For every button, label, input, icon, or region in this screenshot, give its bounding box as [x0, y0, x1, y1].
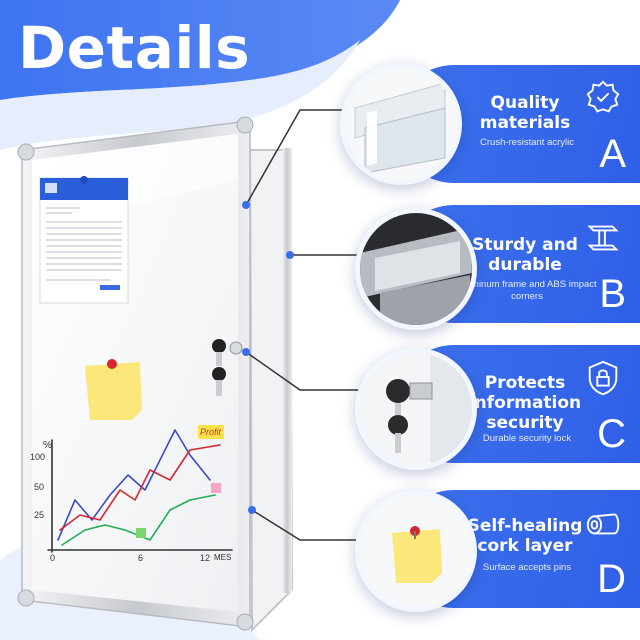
- chart-x-tick: 6: [138, 553, 144, 563]
- i-beam-icon: [587, 225, 619, 251]
- board-chart: [47, 425, 233, 553]
- profit-note-text: Profit: [200, 427, 222, 437]
- feature-letter: A: [599, 132, 626, 176]
- chart-x-tick: 0: [50, 553, 56, 563]
- feature-subtitle: Aluminum frame and ABS impact corners: [457, 279, 597, 302]
- badge-check-icon: [586, 80, 620, 113]
- chart-x-unit: MES: [214, 553, 232, 562]
- detail-image-lock: [355, 348, 477, 470]
- feature-letter: C: [597, 412, 626, 456]
- feature-subtitle: Crush-resistant acrylic: [480, 137, 574, 148]
- chart-x-tick: 12: [200, 553, 211, 563]
- detail-image-frame: [355, 208, 477, 330]
- feature-title: Quality materials: [479, 93, 571, 133]
- chart-y-tick: 25: [34, 510, 45, 520]
- feature-title: Protects information security: [468, 373, 582, 433]
- shield-lock-icon: [588, 360, 618, 396]
- feature-letter: D: [597, 557, 626, 601]
- detail-image-acrylic: [340, 63, 462, 185]
- feature-title: Sturdy and durable: [472, 235, 578, 275]
- chart-y-tick: 100: [30, 452, 46, 462]
- sticky-note: [85, 359, 142, 420]
- acrylic-frame-photo: [345, 68, 457, 180]
- chart-y-tick: 50: [34, 482, 45, 492]
- cork-log-icon: [586, 513, 620, 535]
- lock-icon: [212, 339, 243, 396]
- aluminum-frame-photo: [360, 213, 472, 325]
- chart-y-unit: %: [43, 440, 52, 451]
- page-title: Details: [18, 14, 251, 82]
- feature-subtitle: Surface accepts pins: [482, 562, 572, 573]
- feature-subtitle: Durable security lock: [482, 433, 572, 444]
- feature-title: Self-healing cork layer: [467, 516, 583, 556]
- cork-pin-photo: [360, 495, 472, 607]
- detail-image-cork: [355, 490, 477, 612]
- feature-letter: B: [599, 272, 626, 316]
- pinned-document: [39, 176, 129, 304]
- security-lock-photo: [360, 353, 472, 465]
